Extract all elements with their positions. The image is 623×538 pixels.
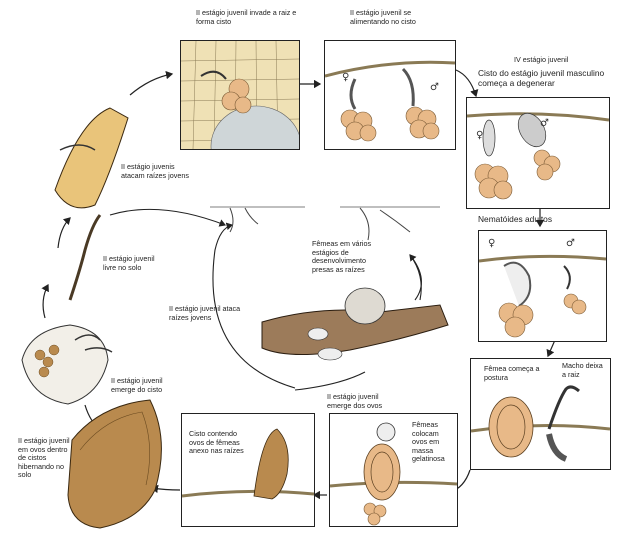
cyst-on-roots-illustration: [182, 428, 314, 500]
gelatinous-mass-illustration: [330, 422, 457, 526]
label-female-starts-laying: Fêmea começa a postura: [484, 364, 540, 382]
male-symbol-1: ♂: [430, 82, 439, 93]
label-juvenile-wintering: II estágio juvenil em ovos dentro de cis…: [18, 436, 70, 480]
male-symbol-3: ♂: [566, 238, 575, 249]
fourth-stage-illustration: [467, 112, 609, 200]
panel-adult-nematodes: [478, 230, 607, 342]
label-juvenile-feeding: II estágio juvenil se alimentando no cis…: [350, 8, 416, 26]
female-symbol-2: ♀: [476, 130, 484, 141]
male-symbol-2: ♂: [540, 118, 549, 129]
panel-cyst-on-roots: [181, 413, 315, 527]
adults-illustration: [479, 254, 606, 338]
panel-gelatinous-mass: [329, 413, 458, 527]
panel-fourth-stage: [466, 97, 610, 209]
label-juveniles-attack-roots: II estágio juvenis atacam raízes jovens: [121, 162, 189, 180]
label-females-lay-eggs-in-mass: Fêmeas colocam ovos em massa gelatinosa: [412, 420, 445, 464]
root-cells-illustration: [181, 41, 299, 149]
label-females-developing: Fêmeas em vários estágios de desenvolvim…: [312, 239, 372, 274]
feeding-illustration: [325, 60, 455, 142]
label-juvenile-attacks-young-roots: II estágio juvenil ataca raízes jovens: [169, 304, 241, 322]
label-cyst-with-eggs: Cisto contendo ovos de fêmeas anexo nas …: [189, 429, 244, 456]
label-adult-nematodes: Nematóides adultos: [478, 214, 553, 224]
label-male-leaves-root: Macho deixa a raiz: [562, 361, 603, 379]
panel-egg-laying: [470, 358, 611, 470]
label-free-juvenile: II estágio juvenil livre no solo: [103, 254, 155, 272]
label-juvenile-emerges-eggs: II estágio juvenil emerge dos ovos: [327, 392, 383, 410]
egg-laying-illustration: [471, 385, 610, 462]
female-symbol-3: ♀: [488, 238, 496, 249]
panel-juvenile-feeding: [324, 40, 456, 150]
label-fourth-stage: IV estágio juvenil: [514, 55, 569, 64]
label-juvenile-invades-root: II estágio juvenil invade a raiz e forma…: [196, 8, 297, 26]
label-male-cyst-degenerates: Cisto do estágio juvenil masculino começ…: [478, 68, 605, 88]
panel-juvenile-invades-root: [180, 40, 300, 150]
female-symbol-1: ♀: [342, 72, 350, 83]
label-juvenile-emerges-cyst: II estágio juvenil emerge do cisto: [111, 376, 163, 394]
